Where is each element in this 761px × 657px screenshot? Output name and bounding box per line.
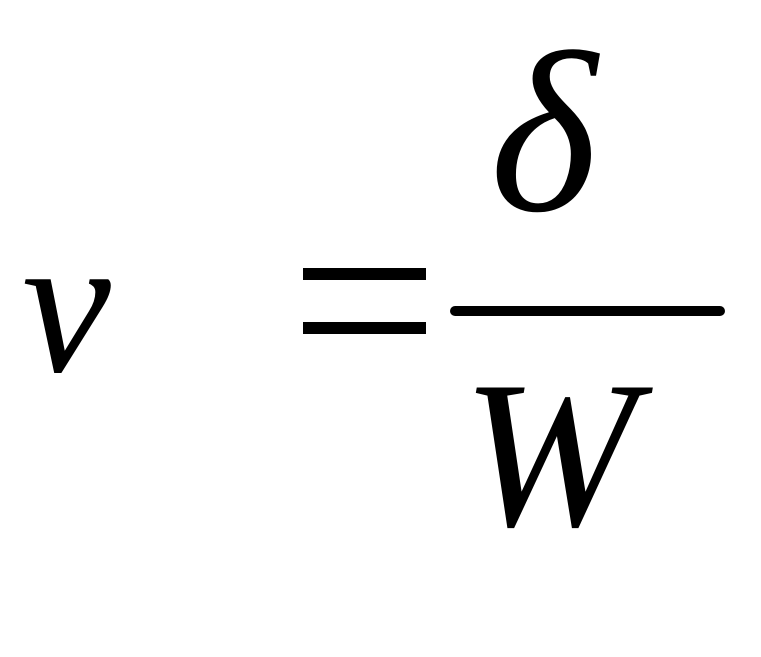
numerator-symbol-delta: δ — [490, 5, 597, 260]
fraction-bar — [450, 306, 725, 316]
equals-sign — [303, 268, 426, 334]
denominator-symbol-w: W — [462, 339, 637, 571]
equals-bottom-bar — [303, 322, 426, 334]
lhs-symbol-nu: ν — [22, 194, 111, 415]
equals-top-bar — [303, 268, 426, 280]
